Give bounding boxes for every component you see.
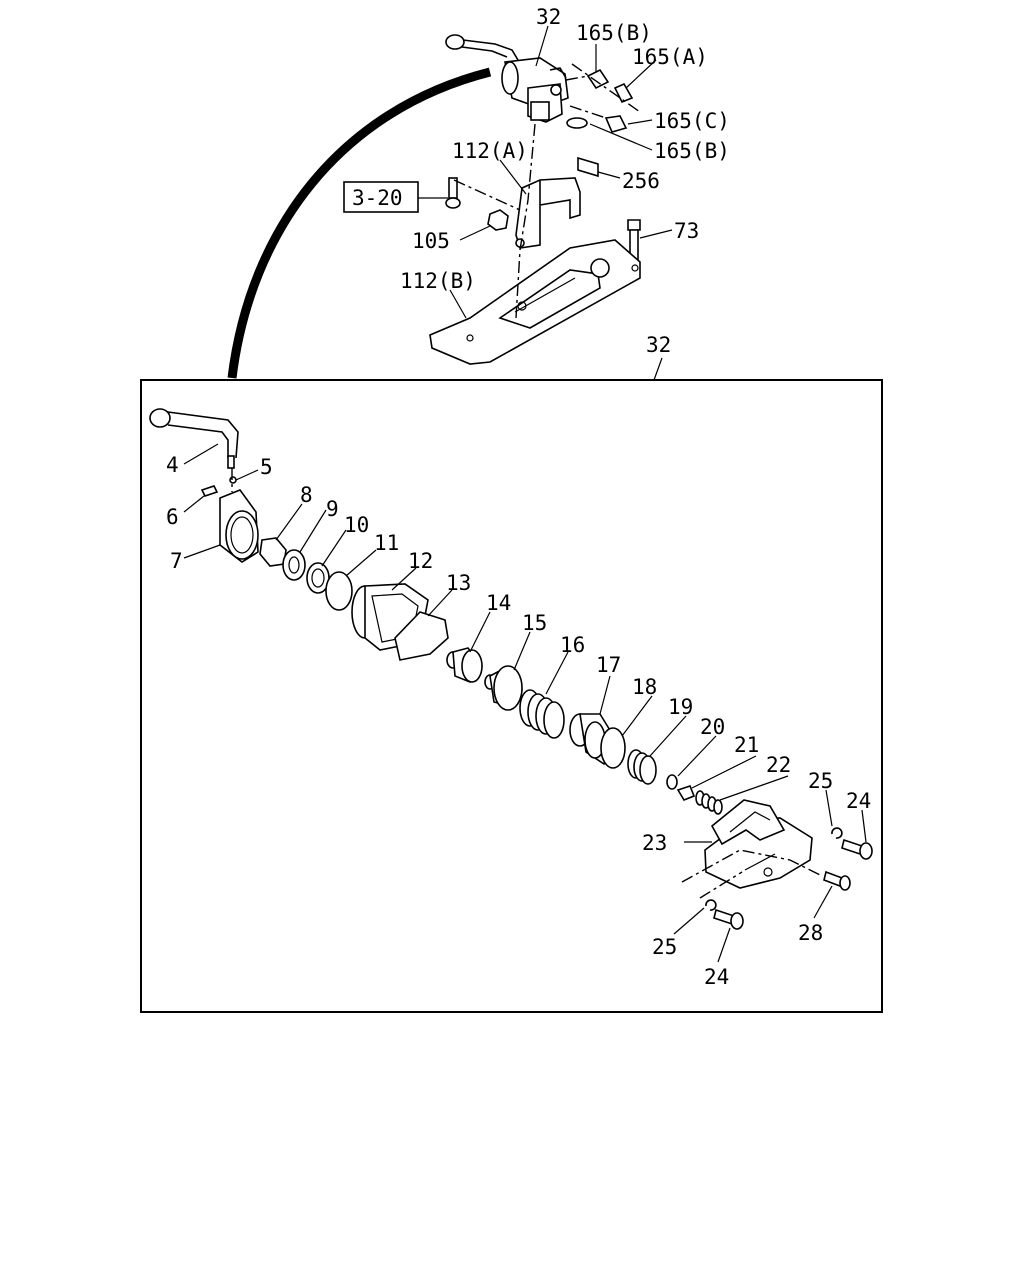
centerline-top (515, 123, 536, 319)
bolt-ref-3-20 (445, 177, 461, 209)
exploded-parts (149, 408, 873, 930)
nut-part-8 (259, 537, 287, 567)
label-73: 73 (674, 219, 699, 243)
label-11: 11 (374, 531, 399, 555)
label-28: 28 (798, 921, 823, 945)
bracket-part-112a (515, 177, 581, 249)
label-23: 23 (642, 831, 667, 855)
top-assembly (429, 34, 641, 365)
label-12: 12 (408, 549, 433, 573)
oring-part-18 (600, 727, 626, 769)
shift-lever-part-4 (149, 408, 239, 469)
spring-part-16 (519, 689, 565, 739)
label-14: 14 (486, 591, 511, 615)
label-16: 16 (560, 633, 585, 657)
spring-part-19 (627, 749, 657, 785)
gasket-part-13 (394, 611, 449, 661)
spring-part-22 (695, 790, 723, 815)
bolt-part-24-right (841, 838, 873, 860)
circlip-part-25-right (831, 827, 843, 839)
circlip-part-25-bottom (705, 899, 717, 911)
label-13: 13 (446, 571, 471, 595)
label-32-box: 32 (646, 333, 671, 357)
label-112b: 112(B) (400, 269, 476, 293)
label-165b-mid: 165(B) (654, 139, 730, 163)
label-6: 6 (166, 505, 179, 529)
fittings-part-165 (565, 63, 641, 133)
ring-part-5 (229, 476, 237, 484)
housing-part-7 (219, 489, 259, 563)
label-8: 8 (300, 483, 313, 507)
pin-part-28 (823, 870, 851, 891)
label-18: 18 (632, 675, 657, 699)
lever-knob-top (445, 34, 519, 61)
label-32-top: 32 (536, 5, 561, 29)
pin-part-6 (200, 485, 219, 497)
label-17: 17 (596, 653, 621, 677)
leader-lines (183, 25, 867, 963)
label-7: 7 (170, 549, 183, 573)
label-165b-top: 165(B) (576, 21, 652, 45)
label-4: 4 (166, 453, 179, 477)
end-cap-part-23 (704, 799, 813, 889)
label-165c: 165(C) (654, 109, 730, 133)
label-112a: 112(A) (452, 139, 528, 163)
oring-part-11 (325, 571, 353, 611)
washer-part-20 (666, 774, 678, 790)
reference-box[interactable] (343, 181, 419, 213)
label-105: 105 (412, 229, 450, 253)
label-25-bottom: 25 (652, 935, 677, 959)
label-part-256 (577, 156, 599, 178)
piston-part-15 (484, 665, 524, 711)
washer-part-9 (282, 549, 306, 581)
valve-body-part-32 (501, 57, 569, 123)
label-21: 21 (734, 733, 759, 757)
label-15: 15 (522, 611, 547, 635)
piston-part-14 (446, 647, 484, 683)
label-165a: 165(A) (632, 45, 708, 69)
label-24-bottom: 24 (704, 965, 729, 989)
nut-part-105 (487, 209, 509, 231)
label-19: 19 (668, 695, 693, 719)
label-ref-3-20[interactable]: 3-20 (352, 186, 403, 210)
bolt-part-24-bottom (713, 908, 744, 930)
part-labels: 32 165(B) 165(A) 165(C) 165(B) 112(A) 25… (166, 5, 871, 989)
nut-part-10 (306, 562, 330, 594)
label-10: 10 (344, 513, 369, 537)
label-5: 5 (260, 455, 273, 479)
detail-frame-32 (140, 379, 883, 1013)
label-9: 9 (326, 497, 339, 521)
label-20: 20 (700, 715, 725, 739)
label-22: 22 (766, 753, 791, 777)
label-25-right: 25 (808, 769, 833, 793)
base-plate-part-112b (429, 239, 641, 365)
label-256: 256 (622, 169, 660, 193)
label-24-right: 24 (846, 789, 871, 813)
callout-arc (227, 67, 492, 379)
plunger-part-21 (676, 785, 696, 801)
